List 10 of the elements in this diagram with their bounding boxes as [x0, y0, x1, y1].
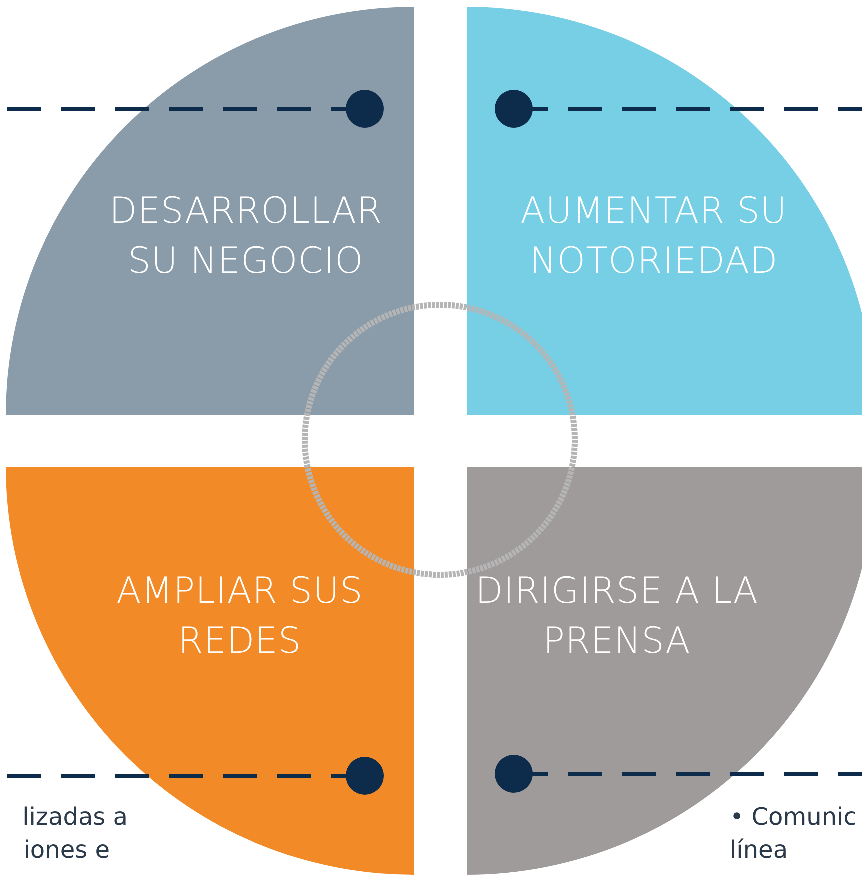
quadrant-title: DESARROLLAR SU NEGOCIO — [108, 190, 384, 284]
note-text: lizadas a — [22, 803, 128, 831]
note-text: línea — [730, 836, 788, 864]
leader-line — [495, 755, 862, 793]
quadrant-title: AMPLIAR SUS REDES — [116, 570, 364, 664]
note-text: • Comunic — [730, 803, 857, 831]
quadrant-title: AUMENTAR SU NOTORIEDAD — [520, 190, 788, 284]
leader-line — [495, 90, 862, 128]
quadrant-title: DIRIGIRSE A LA PRENSA — [474, 570, 760, 664]
note-text: iones e — [24, 836, 110, 864]
